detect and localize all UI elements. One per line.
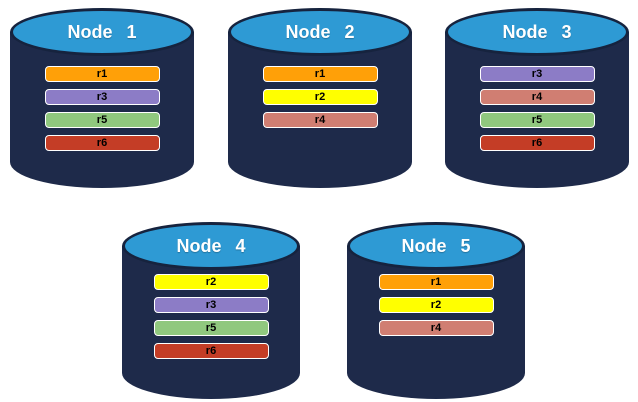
node-2-cylinder: Node 2 r1 r2 r4 [228, 8, 412, 188]
replica-bar: r3 [153, 297, 269, 313]
node-2-label: Node 2 [285, 21, 355, 42]
replica-bar: r6 [479, 135, 595, 151]
replica-bar: r5 [153, 320, 269, 336]
database-cylinder-top: Node 5 [347, 222, 525, 270]
replica-bar: r4 [479, 89, 595, 105]
node-5-label: Node 5 [401, 235, 471, 256]
node-2-replica-list: r1 r2 r4 [228, 66, 412, 128]
replica-bar: r1 [262, 66, 378, 82]
replica-bar: r4 [378, 320, 494, 336]
replica-bar: r2 [262, 89, 378, 105]
database-cylinder-top: Node 2 [228, 8, 412, 56]
node-3-cylinder: Node 3 r3 r4 r5 r6 [445, 8, 629, 188]
replica-bar: r3 [479, 66, 595, 82]
node-1-cylinder: Node 1 r1 r3 r5 r6 [10, 8, 194, 188]
node-4-cylinder: Node 4 r2 r3 r5 r6 [122, 222, 300, 399]
node-1-replica-list: r1 r3 r5 r6 [10, 66, 194, 151]
replica-bar: r3 [44, 89, 160, 105]
replica-bar: r1 [378, 274, 494, 290]
database-cylinder-top: Node 4 [122, 222, 300, 270]
replica-bar: r2 [153, 274, 269, 290]
node-5-replica-list: r1 r2 r4 [347, 274, 525, 336]
database-cylinder-body [445, 32, 629, 188]
node-4-label: Node 4 [176, 235, 246, 256]
database-cylinder-body [228, 32, 412, 188]
replica-bar: r4 [262, 112, 378, 128]
node-1-label: Node 1 [67, 21, 137, 42]
node-3-replica-list: r3 r4 r5 r6 [445, 66, 629, 151]
replica-bar: r5 [479, 112, 595, 128]
replica-bar: r6 [153, 343, 269, 359]
replica-bar: r5 [44, 112, 160, 128]
node-3-label: Node 3 [502, 21, 572, 42]
database-cylinder-top: Node 3 [445, 8, 629, 56]
replica-bar: r1 [44, 66, 160, 82]
replica-bar: r2 [378, 297, 494, 313]
node-4-replica-list: r2 r3 r5 r6 [122, 274, 300, 359]
replica-bar: r6 [44, 135, 160, 151]
database-cylinder-body [10, 32, 194, 188]
node-5-cylinder: Node 5 r1 r2 r4 [347, 222, 525, 399]
database-cylinder-top: Node 1 [10, 8, 194, 56]
